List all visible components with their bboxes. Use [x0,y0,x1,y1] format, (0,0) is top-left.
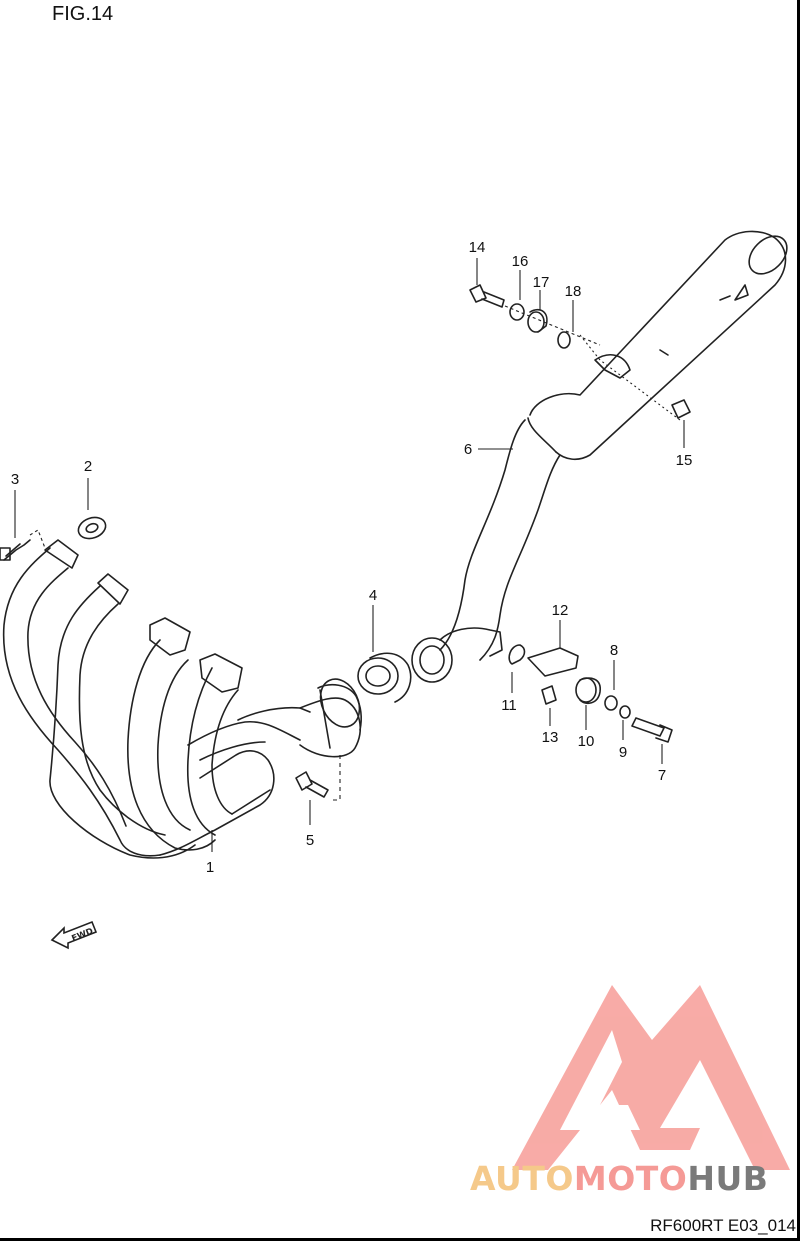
callout-18: 18 [565,283,582,300]
figure-title: FIG.14 [52,3,114,25]
callout-15: 15 [676,452,693,469]
bracket-hardware [508,620,673,764]
muffler-part-6 [411,230,788,683]
forward-arrow-icon: FWD [50,920,98,950]
callout-17: 17 [533,274,550,291]
callout-7: 7 [658,767,666,784]
stud-bolt-part-3 [0,490,46,561]
connector-sleeve-part-4 [357,605,412,703]
frame-border-bottom [0,1238,800,1241]
watermark-auto: AUTO [470,1159,574,1198]
watermark-hub: HUB [687,1159,768,1198]
callout-10: 10 [578,733,595,750]
frame-border-right [797,0,800,1241]
callout-12: 12 [552,602,569,619]
bolt-part-5 [295,755,341,825]
callout-9: 9 [619,744,627,761]
watermark-brand: AUTOMOTOHUB [470,1159,768,1198]
watermark-moto: MOTO [574,1159,687,1198]
callout-labels: 1 2 3 4 5 6 7 8 9 10 11 12 13 14 15 16 1… [11,239,693,876]
callout-11: 11 [501,697,517,714]
callout-14: 14 [469,239,486,256]
callout-3: 3 [11,471,19,488]
callout-5: 5 [306,832,314,849]
watermark-logo [512,985,790,1170]
callout-16: 16 [512,253,529,270]
diagram-code: RF600RT E03_014 [650,1216,796,1235]
callout-2: 2 [84,458,92,475]
callout-4: 4 [369,587,377,604]
callout-13: 13 [542,729,559,746]
muffler-mount-hardware [469,258,691,448]
gasket-part-2 [77,478,107,540]
exhaust-header-pipes [2,539,362,859]
callout-6: 6 [464,441,472,458]
callout-1: 1 [206,859,214,876]
callout-8: 8 [610,642,618,659]
